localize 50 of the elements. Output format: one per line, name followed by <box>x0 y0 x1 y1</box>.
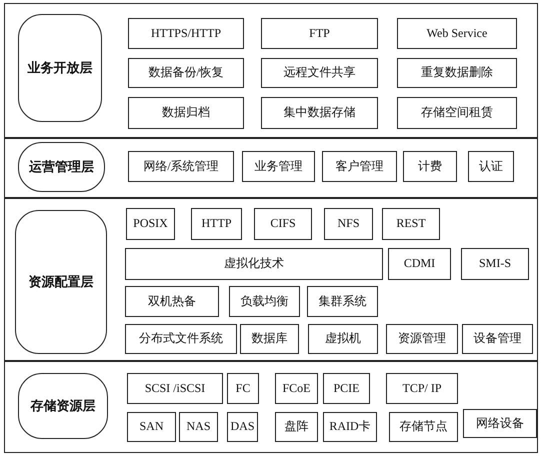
function-box: POSIX <box>126 208 175 240</box>
function-box: SCSI /iSCSI <box>127 373 223 404</box>
function-box: 双机热备 <box>125 286 219 317</box>
layer-band <box>4 198 538 361</box>
function-box: 集群系统 <box>307 286 378 317</box>
function-box: 负载均衡 <box>229 286 300 317</box>
function-box: 存储节点 <box>389 412 458 442</box>
layer-label: 运营管理层 <box>18 142 105 192</box>
function-box: 数据归档 <box>128 97 244 129</box>
function-box: 数据库 <box>240 324 299 354</box>
function-box: 远程文件共享 <box>261 58 378 88</box>
function-box: 分布式文件系统 <box>125 324 237 354</box>
function-box: 资源管理 <box>386 324 458 354</box>
layer-label: 业务开放层 <box>18 14 102 122</box>
function-box: CIFS <box>254 208 312 240</box>
function-box: DAS <box>227 412 258 442</box>
function-box: 数据备份/恢复 <box>128 58 244 88</box>
function-box: TCP/ IP <box>386 373 458 404</box>
function-box: 集中数据存储 <box>261 97 378 129</box>
function-box: PCIE <box>323 373 370 404</box>
function-box: 设备管理 <box>462 324 533 354</box>
function-box: SAN <box>127 412 176 442</box>
function-box: NFS <box>324 208 373 240</box>
function-box: 网络/系统管理 <box>128 151 234 182</box>
function-box: HTTPS/HTTP <box>128 18 244 49</box>
function-box: 业务管理 <box>242 151 315 182</box>
layer-label: 存储资源层 <box>18 373 108 439</box>
function-box: 计费 <box>403 151 457 182</box>
function-box: 客户管理 <box>322 151 397 182</box>
function-box: 网络设备 <box>463 409 537 438</box>
function-box: 认证 <box>468 151 514 182</box>
layer-label: 资源配置层 <box>15 210 107 354</box>
function-box: FC <box>227 373 259 404</box>
layer-band <box>4 138 538 198</box>
function-box: 虚拟机 <box>308 324 378 354</box>
function-box: 重复数据删除 <box>397 58 517 88</box>
function-box: 盘阵 <box>275 412 318 442</box>
function-box: CDMI <box>388 248 451 280</box>
function-box: HTTP <box>191 208 242 240</box>
function-box: REST <box>382 208 440 240</box>
function-box: FCoE <box>275 373 318 404</box>
function-box: 存储空间租赁 <box>397 97 517 129</box>
function-box: 虚拟化技术 <box>125 248 383 280</box>
function-box: FTP <box>261 18 378 49</box>
function-box: RAID卡 <box>323 412 377 442</box>
function-box: NAS <box>179 412 218 442</box>
function-box: Web Service <box>397 18 517 49</box>
layer-band <box>4 361 538 453</box>
layer-band <box>4 3 538 138</box>
function-box: SMI-S <box>461 248 529 280</box>
